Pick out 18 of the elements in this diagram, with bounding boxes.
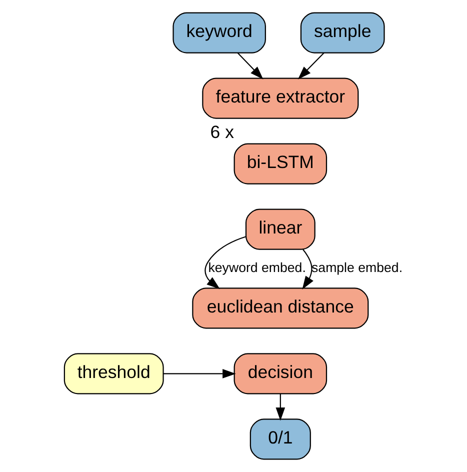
node-box: bi-LSTM [234, 143, 328, 184]
arrow [237, 52, 264, 80]
arrow [298, 52, 324, 80]
node-box: sample [300, 12, 385, 54]
arrow [276, 394, 286, 421]
node-box: linear [245, 208, 316, 250]
node-box: feature extractor [202, 78, 359, 119]
edge-label: keyword embed. [208, 260, 306, 276]
node-box: keyword [172, 12, 266, 54]
arrow [204, 236, 246, 290]
node-box: euclidean distance [192, 288, 369, 329]
node-box: 0/1 [250, 418, 311, 460]
edge-label: sample embed. [312, 260, 403, 276]
node-box: threshold [64, 353, 164, 394]
node-box: decision [234, 353, 328, 394]
arrow [163, 369, 236, 378]
node-label: 6 x [210, 122, 234, 142]
arrow [302, 249, 314, 290]
